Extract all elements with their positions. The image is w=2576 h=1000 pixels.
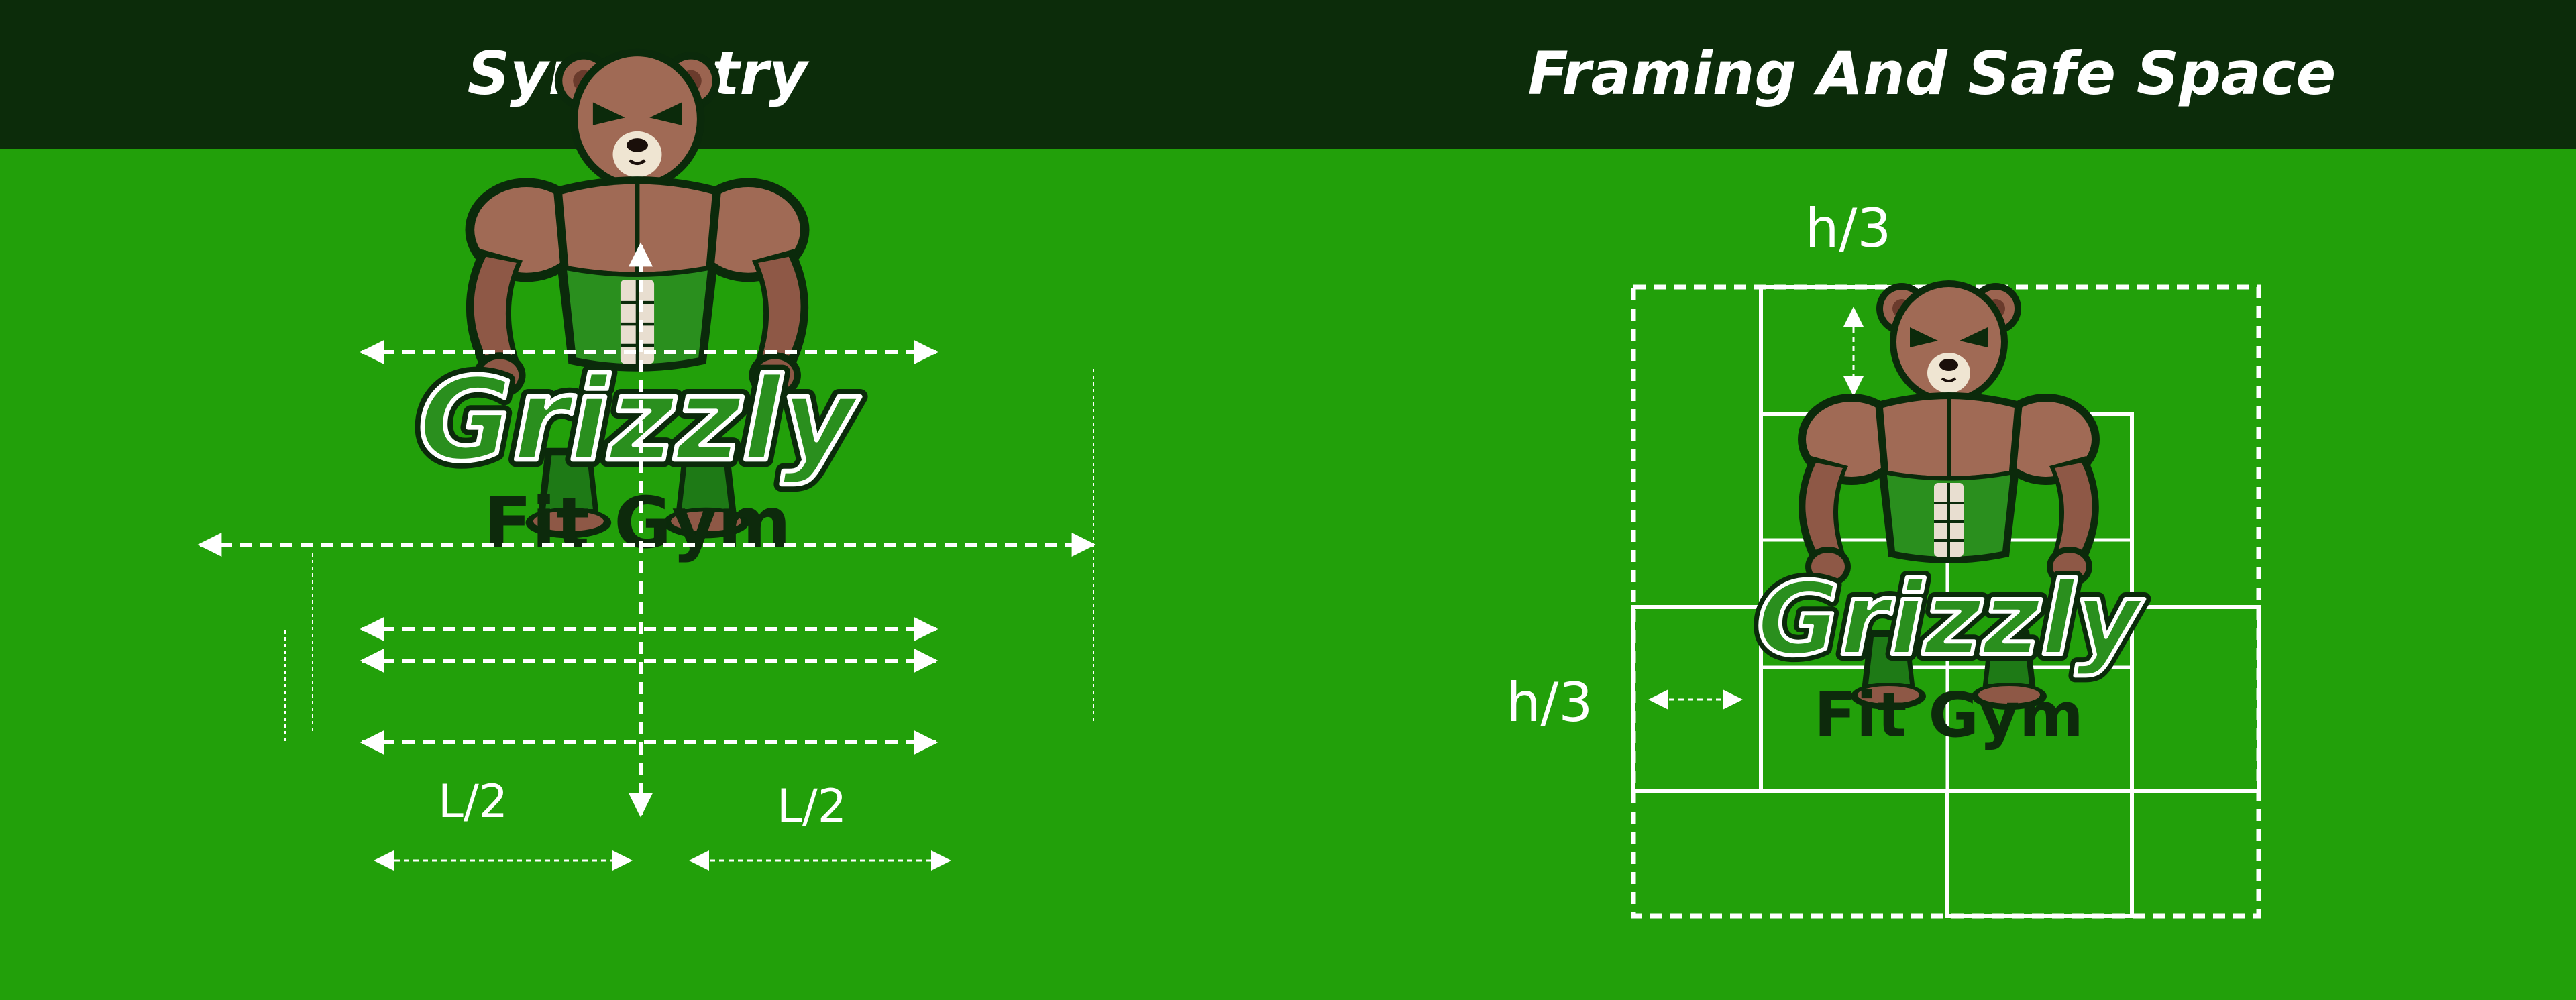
third-height-label-left: h/3 <box>1507 671 1593 734</box>
logo-framed: Grizzly Grizzly Fit Gym <box>1750 280 2151 751</box>
header-bar <box>0 0 2576 149</box>
symmetry-guides <box>197 242 1096 871</box>
third-height-label-top: h/3 <box>1805 197 1892 260</box>
logo-name-line2: Fit Gym <box>484 482 791 564</box>
logo-framed-name-outline: Grizzly <box>1757 561 2145 678</box>
panel-title-framing: Framing And Safe Space <box>1527 39 2337 108</box>
half-right-label: L/2 <box>777 780 847 833</box>
right-third-box <box>2130 605 2261 793</box>
logo-framed-name-line2: Fit Gym <box>1814 679 2084 751</box>
bottom-third-box <box>1945 789 2134 918</box>
logo-framed-name-line1: Grizzly <box>1757 561 2145 678</box>
half-left-label: L/2 <box>438 775 508 828</box>
